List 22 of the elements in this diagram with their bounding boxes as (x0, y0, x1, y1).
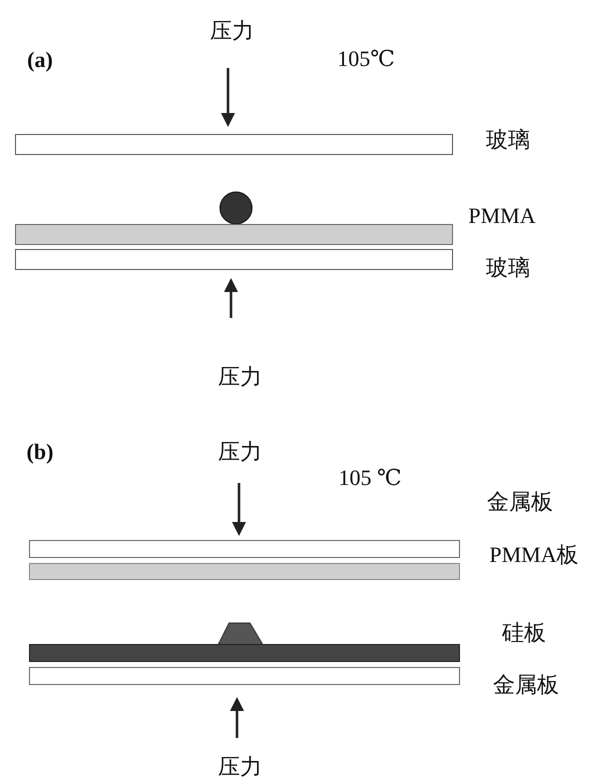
plate-bar (15, 224, 453, 245)
panel-label: (b) (26, 441, 54, 463)
layer-label: 玻璃 (486, 257, 530, 279)
force-label: 压力 (218, 756, 262, 778)
layer-label: 金属板 (493, 674, 559, 696)
layer-label: PMMA (468, 205, 536, 227)
force-label: 压力 (210, 20, 254, 42)
force-label: 压力 (218, 366, 262, 388)
layer-label: 金属板 (487, 491, 553, 513)
plate-bar (15, 249, 453, 270)
panel-label: (a) (27, 49, 53, 71)
force-label: 压力 (218, 441, 262, 463)
layer-label: PMMA板 (489, 544, 579, 566)
plate-bar (29, 540, 460, 558)
temperature-label: 105 ℃ (338, 467, 402, 489)
plate-bar (29, 644, 460, 662)
layer-label: 硅板 (502, 622, 546, 644)
temperature-label: 105℃ (337, 48, 395, 70)
plate-bar (15, 134, 453, 155)
plate-bar (29, 563, 460, 580)
layer-label: 玻璃 (486, 129, 530, 151)
plate-bar (29, 667, 460, 685)
